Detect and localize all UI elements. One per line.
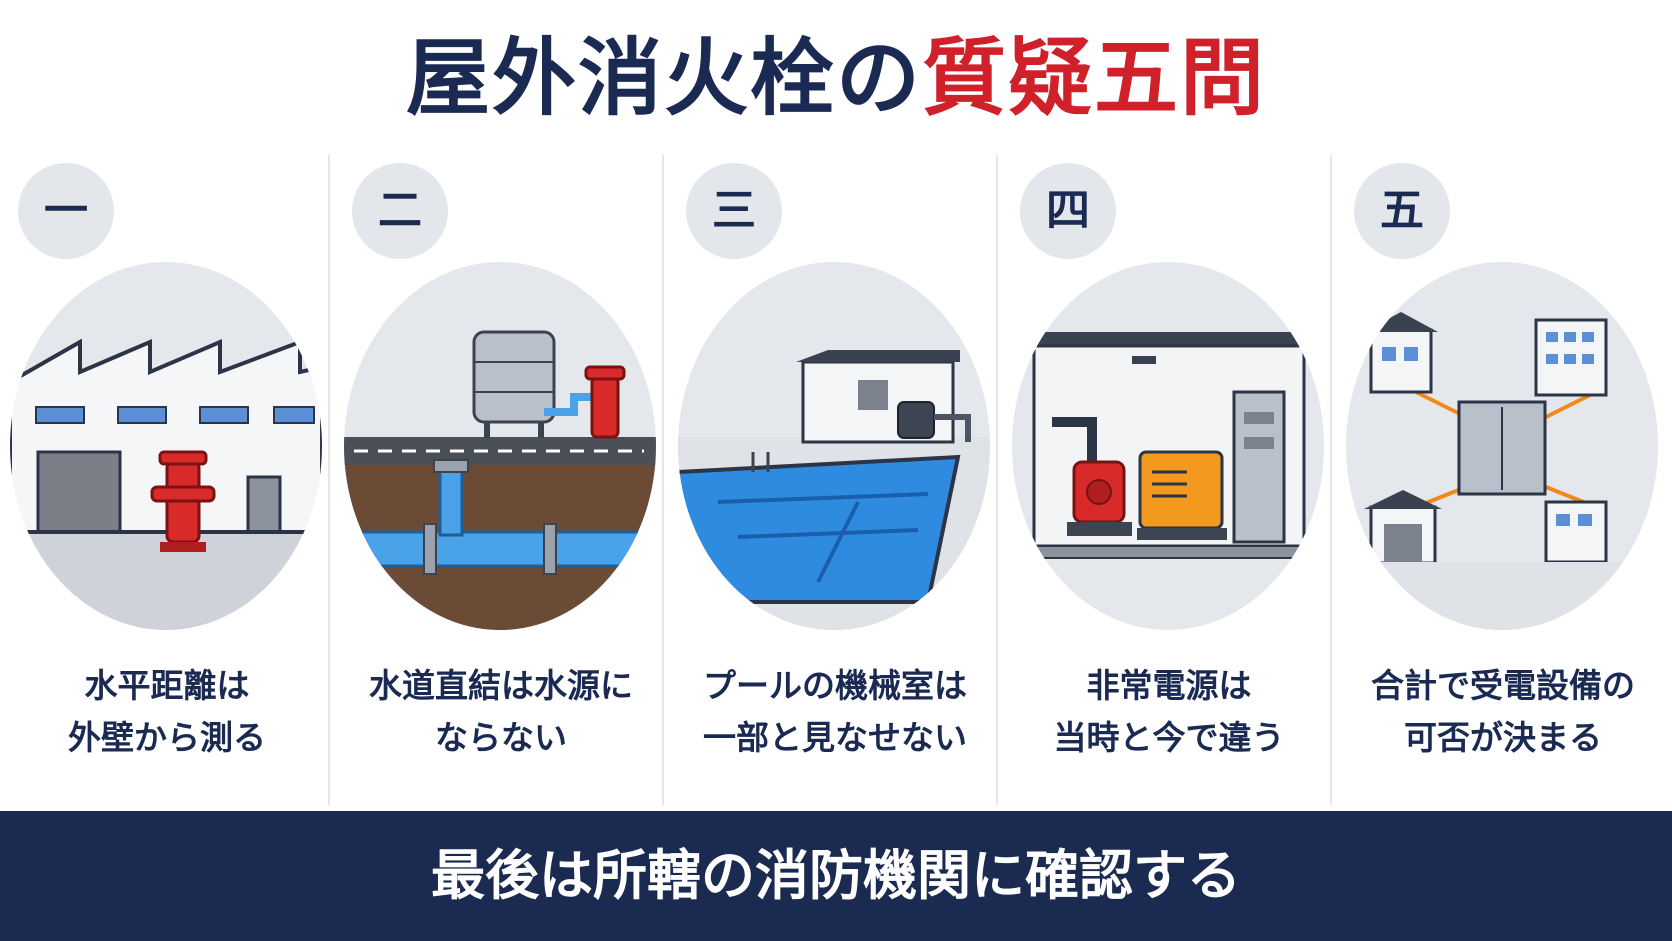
pump-generator-room-illustration [1012, 262, 1324, 630]
number-badge: 三 [686, 163, 782, 259]
caption-line-2: ならない [435, 718, 567, 757]
question-panels: 一 水平距離は 外壁から測る 二 [0, 155, 1672, 810]
caption-line-2: 一部と見なせない [703, 718, 967, 757]
caption-line-1: 水平距離は [84, 666, 250, 705]
caption-line-2: 可否が決まる [1404, 718, 1602, 757]
number-badge: 四 [1020, 163, 1116, 259]
caption: 水道直結は水源に ならない [334, 660, 668, 764]
caption-line-1: プールの機械室は [703, 666, 967, 705]
factory-hydrant-illustration [10, 262, 322, 630]
footer-text: 最後は所轄の消防機関に確認する [431, 844, 1241, 907]
water-main-illustration [344, 262, 656, 630]
title-part-1: 屋外消火栓の [405, 29, 922, 127]
footer-banner: 最後は所轄の消防機関に確認する [0, 811, 1672, 941]
caption: 合計で受電設備の 可否が決まる [1336, 660, 1670, 764]
caption: 水平距離は 外壁から測る [0, 660, 334, 764]
pool-machine-room-illustration [678, 262, 990, 630]
panel-3: 三 プールの機械室は 一部と見なせない [668, 155, 1002, 810]
divider-1 [328, 155, 330, 805]
caption-line-2: 外壁から測る [68, 718, 266, 757]
substation-buildings-illustration [1346, 262, 1658, 630]
panel-1: 一 水平距離は 外壁から測る [0, 155, 334, 810]
panel-4: 四 非常電源は 当時と今で違う [1002, 155, 1336, 810]
number-badge: 五 [1354, 163, 1450, 259]
panel-2: 二 水道直結は水源に ならない [334, 155, 668, 810]
panel-5: 五 [1336, 155, 1670, 810]
caption: 非常電源は 当時と今で違う [1002, 660, 1336, 764]
divider-3 [996, 155, 998, 805]
title-part-2: 質疑五問 [922, 29, 1267, 127]
caption-line-1: 非常電源は [1086, 666, 1252, 705]
caption-line-1: 合計で受電設備の [1371, 666, 1635, 705]
caption: プールの機械室は 一部と見なせない [668, 660, 1002, 764]
divider-2 [662, 155, 664, 805]
number-badge: 二 [352, 163, 448, 259]
divider-4 [1330, 155, 1332, 805]
caption-line-2: 当時と今で違う [1053, 718, 1285, 757]
number-badge: 一 [18, 163, 114, 259]
caption-line-1: 水道直結は水源に [369, 666, 633, 705]
main-title: 屋外消火栓の質疑五問 [0, 18, 1672, 138]
